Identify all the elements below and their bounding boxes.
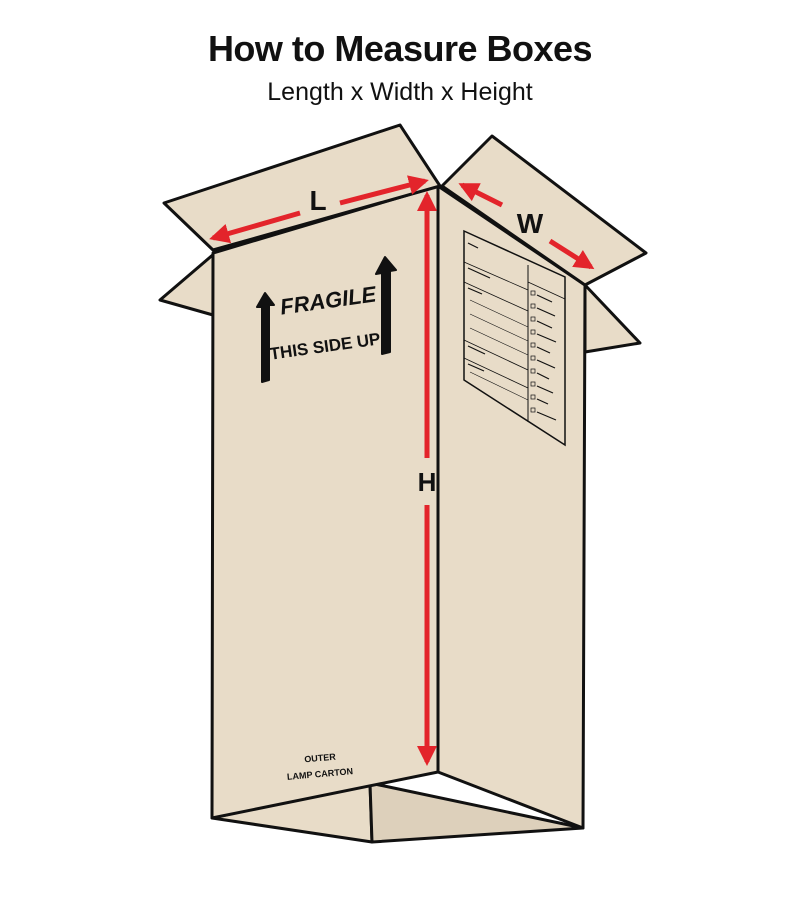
box-top-front-flap [162, 123, 442, 252]
up-arrow-left-icon [256, 292, 275, 383]
box-front-face [210, 184, 440, 820]
height-label: H [418, 467, 437, 497]
length-arrow-left [209, 210, 301, 244]
box-top-side-flap [440, 134, 648, 287]
box-side-face [436, 184, 587, 830]
length-arrow-right [339, 175, 429, 206]
width-arrow-right [548, 238, 595, 270]
width-arrow-left [458, 182, 504, 208]
box-back-right-flap [583, 283, 642, 354]
page-title: How to Measure Boxes [207, 28, 593, 69]
box-back-left-flap [158, 251, 217, 317]
page-subtitle: Length x Width x Height [267, 78, 533, 106]
length-label: L [309, 185, 326, 216]
width-label: W [517, 208, 544, 239]
box-bottom-right-inner [368, 781, 585, 844]
outer-text: OUTER [304, 752, 337, 765]
up-arrow-right-icon [375, 256, 397, 355]
shipping-label [463, 229, 566, 447]
